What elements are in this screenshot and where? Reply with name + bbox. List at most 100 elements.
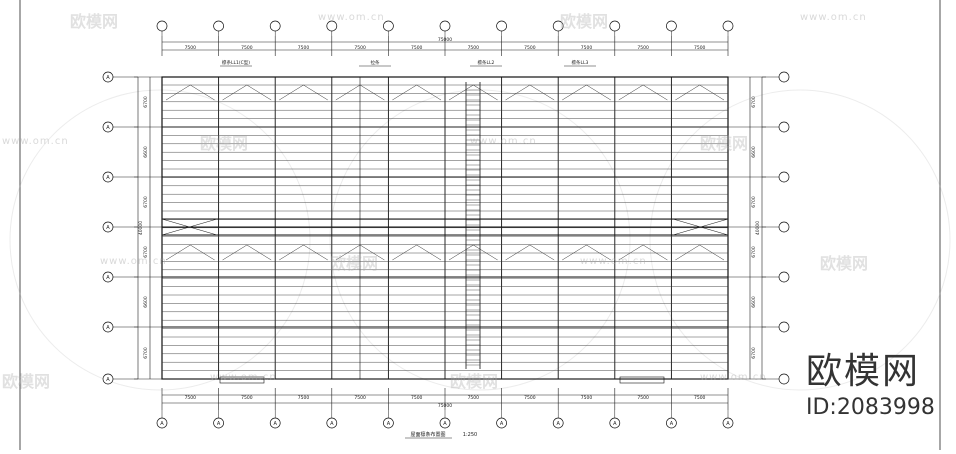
axis-bubble bbox=[609, 417, 621, 429]
dimension-label: 6700 bbox=[751, 96, 757, 108]
axis-bubble bbox=[778, 71, 790, 83]
axis-label: A bbox=[613, 421, 617, 427]
total-dimension-label: 40000 bbox=[138, 221, 144, 235]
axis-bubble bbox=[102, 221, 114, 233]
axis-bubble bbox=[496, 417, 507, 429]
tie-rod-line bbox=[416, 244, 442, 261]
axis-bubble bbox=[213, 417, 224, 429]
tie-rod-line bbox=[562, 84, 587, 101]
watermark-logo: 欧模网 bbox=[330, 254, 379, 273]
dimension-label: 7500 bbox=[468, 395, 480, 401]
tie-rod-line bbox=[416, 84, 442, 101]
gutter-detail bbox=[619, 376, 665, 384]
dimension-label: 7500 bbox=[298, 395, 310, 401]
tie-rod-line bbox=[562, 244, 587, 261]
tie-rod-line bbox=[699, 244, 725, 261]
watermark-logo: 欧模网 bbox=[70, 12, 119, 31]
brand-name: 欧模网 bbox=[806, 351, 921, 392]
dimension-label: 7500 bbox=[241, 45, 253, 51]
dimension-label: 7500 bbox=[185, 395, 197, 401]
dimension-label: 6600 bbox=[143, 296, 149, 308]
axis-bubble bbox=[439, 20, 451, 32]
tie-rod-line bbox=[279, 244, 304, 261]
tie-rod-line bbox=[222, 84, 248, 101]
watermark-url: www.om.cn bbox=[700, 372, 767, 383]
axis-label: A bbox=[670, 421, 674, 427]
tie-rod-line bbox=[586, 84, 611, 101]
tie-rod-line bbox=[190, 244, 215, 261]
axis-bubble bbox=[552, 417, 564, 429]
axis-bubble bbox=[778, 373, 790, 385]
tie-rod-line bbox=[675, 244, 700, 261]
tie-rod-line bbox=[699, 84, 725, 101]
watermark-logo: 欧模网 bbox=[700, 134, 749, 153]
axis-bubble bbox=[102, 271, 114, 283]
total-dimension-label: 40000 bbox=[755, 221, 761, 235]
tie-rod-line bbox=[279, 84, 304, 101]
tie-rod-line bbox=[165, 244, 191, 261]
axis-bubble bbox=[778, 221, 790, 233]
axis-bubble bbox=[383, 20, 394, 32]
tie-rod-line bbox=[448, 244, 474, 261]
axis-label: A bbox=[500, 421, 504, 427]
dimension-label: 7500 bbox=[468, 45, 480, 51]
axis-bubble bbox=[156, 20, 168, 32]
axis-bubble bbox=[269, 417, 281, 429]
axis-label: A bbox=[556, 421, 560, 427]
dimension-label: 7500 bbox=[581, 45, 593, 51]
axis-bubble bbox=[666, 20, 677, 32]
dimension-label: 7500 bbox=[524, 395, 536, 401]
tie-rod-line bbox=[586, 244, 611, 261]
tie-rod-line bbox=[165, 84, 191, 101]
tie-rod-line bbox=[246, 244, 272, 261]
tie-rod-line bbox=[529, 84, 555, 101]
axis-bubble bbox=[156, 417, 168, 429]
purlin-callout: 拉条 bbox=[371, 59, 380, 66]
tie-rod-line bbox=[246, 84, 272, 101]
axis-bubble bbox=[102, 373, 114, 385]
axis-bubble bbox=[722, 20, 734, 32]
axis-bubble bbox=[496, 20, 507, 32]
watermark-url: www.om.cn bbox=[800, 12, 867, 23]
axis-bubble bbox=[326, 417, 338, 429]
dimension-label: 7500 bbox=[185, 45, 197, 51]
watermark-url: www.om.cn bbox=[318, 12, 385, 23]
tie-rod-line bbox=[448, 84, 474, 101]
dimension-label: 6700 bbox=[143, 196, 149, 208]
axis-bubble bbox=[666, 417, 677, 429]
axis-label: A bbox=[726, 421, 730, 427]
axis-bubble bbox=[102, 171, 114, 183]
watermark-url: www.om.cn bbox=[210, 372, 277, 383]
watermark-logo: 欧模网 bbox=[560, 12, 609, 31]
dimension-label: 7500 bbox=[354, 395, 366, 401]
dimension-label: 7500 bbox=[524, 45, 536, 51]
axis-bubble bbox=[269, 20, 281, 32]
purlin-callout: 檩条LL2 bbox=[478, 59, 495, 66]
dimension-label: 6600 bbox=[143, 146, 149, 158]
dimension-label: 7500 bbox=[637, 45, 649, 51]
drawing-scale: 1:250 bbox=[463, 432, 477, 438]
axis-bubble bbox=[213, 20, 224, 32]
bracing-line bbox=[161, 218, 218, 236]
dimension-label: 7500 bbox=[637, 395, 649, 401]
watermark-logo: 欧模网 bbox=[820, 254, 869, 273]
dimension-label: 7500 bbox=[581, 395, 593, 401]
watermark-url: www.om.cn bbox=[470, 136, 537, 147]
axis-label: A bbox=[443, 421, 447, 427]
tie-rod-line bbox=[642, 244, 668, 261]
drawing-title: 屋面檩条布置图 bbox=[410, 431, 445, 438]
tie-rod-line bbox=[505, 244, 531, 261]
dimension-label: 7500 bbox=[694, 45, 706, 51]
axis-label: A bbox=[106, 75, 110, 81]
dimension-label: 7500 bbox=[694, 395, 706, 401]
tie-rod-line bbox=[618, 244, 644, 261]
dimension-label: 6700 bbox=[143, 347, 149, 359]
tie-rod-line bbox=[303, 84, 328, 101]
watermark-url: www.om.cn bbox=[100, 256, 167, 267]
dimension-label: 6600 bbox=[751, 296, 757, 308]
axis-label: A bbox=[106, 275, 110, 281]
axis-bubble bbox=[609, 20, 621, 32]
tie-rod-line bbox=[529, 244, 555, 261]
